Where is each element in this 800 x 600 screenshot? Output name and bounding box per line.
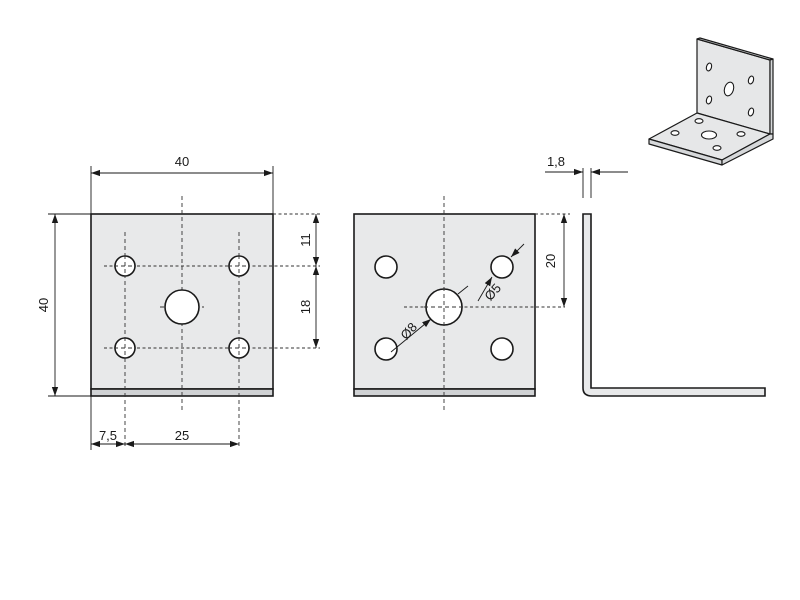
dimension-25-label: 25	[175, 428, 189, 443]
angle-profile	[582, 213, 766, 397]
middle-small-hole-bottom-left	[374, 337, 398, 361]
middle-view: Ø8 Ø5 20	[353, 196, 570, 412]
middle-small-hole-top-left	[374, 255, 398, 279]
isometric-view	[648, 37, 774, 166]
left-large-hole	[164, 289, 200, 325]
side-profile-view: 1,8	[545, 154, 766, 397]
height-dimension-label: 40	[36, 298, 51, 312]
thickness-dimension-label: 1,8	[547, 154, 565, 169]
dimension-7-5-label: 7,5	[99, 428, 117, 443]
dimension-20-label: 20	[543, 254, 558, 268]
middle-small-hole-bottom-right	[490, 337, 514, 361]
diameter-5-leader-outer	[510, 243, 525, 258]
left-view: 40 40 11 18 7,5 25	[36, 154, 320, 450]
diameter-5-leader-inner	[477, 276, 493, 302]
dimension-11-label: 11	[298, 233, 313, 247]
middle-plate-edge	[353, 388, 536, 397]
iso-hole-large-vertical	[723, 81, 735, 97]
iso-hole-large-base	[700, 130, 718, 140]
width-dimension-label: 40	[175, 154, 189, 169]
dimension-18-label: 18	[298, 300, 313, 314]
middle-small-hole-top-right	[490, 255, 514, 279]
diameter-8-leader	[390, 318, 432, 353]
